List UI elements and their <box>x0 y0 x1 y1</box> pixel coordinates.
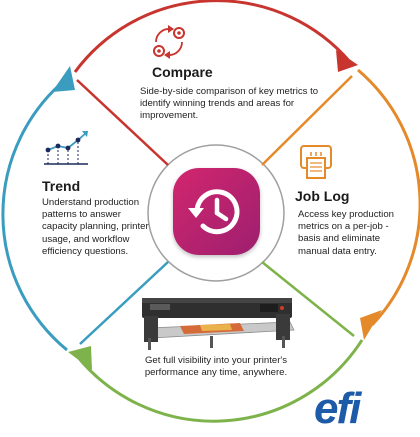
joblog-arrowhead <box>360 310 382 340</box>
trend-arc <box>1 78 68 352</box>
history-clock-icon <box>188 189 240 235</box>
printer-arc <box>75 339 364 423</box>
joblog-description: Access key production metrics on a per-j… <box>298 209 394 257</box>
compare-cycle-icon <box>153 25 185 59</box>
divider-top-right <box>261 75 353 166</box>
printer-arrowhead <box>68 346 92 370</box>
joblog-heading: Job Log <box>295 188 350 204</box>
compare-description: Side-by-side comparison of key metrics t… <box>140 86 319 122</box>
trend-chart-icon <box>44 131 88 165</box>
joblog-arc <box>357 68 420 327</box>
compare-heading: Compare <box>152 64 213 80</box>
trend-description: Understand production patterns to answer… <box>42 197 149 257</box>
svg-text:efi: efi <box>314 384 362 431</box>
printer-description: Get full visibility into your printer's … <box>144 355 288 379</box>
divider-bottom-right <box>261 261 355 337</box>
divider-bottom-left <box>79 261 169 345</box>
compare-arc <box>73 0 352 73</box>
trend-heading: Trend <box>42 178 81 194</box>
history-app-icon <box>173 168 260 255</box>
trend-arrowhead <box>52 66 75 92</box>
inner-ring <box>147 144 285 282</box>
divider-top-left <box>76 79 169 166</box>
printer-log-icon <box>300 145 332 179</box>
efi-logo: efi <box>314 384 364 431</box>
wide-format-printer <box>142 298 295 350</box>
compare-arrowhead <box>336 50 358 72</box>
